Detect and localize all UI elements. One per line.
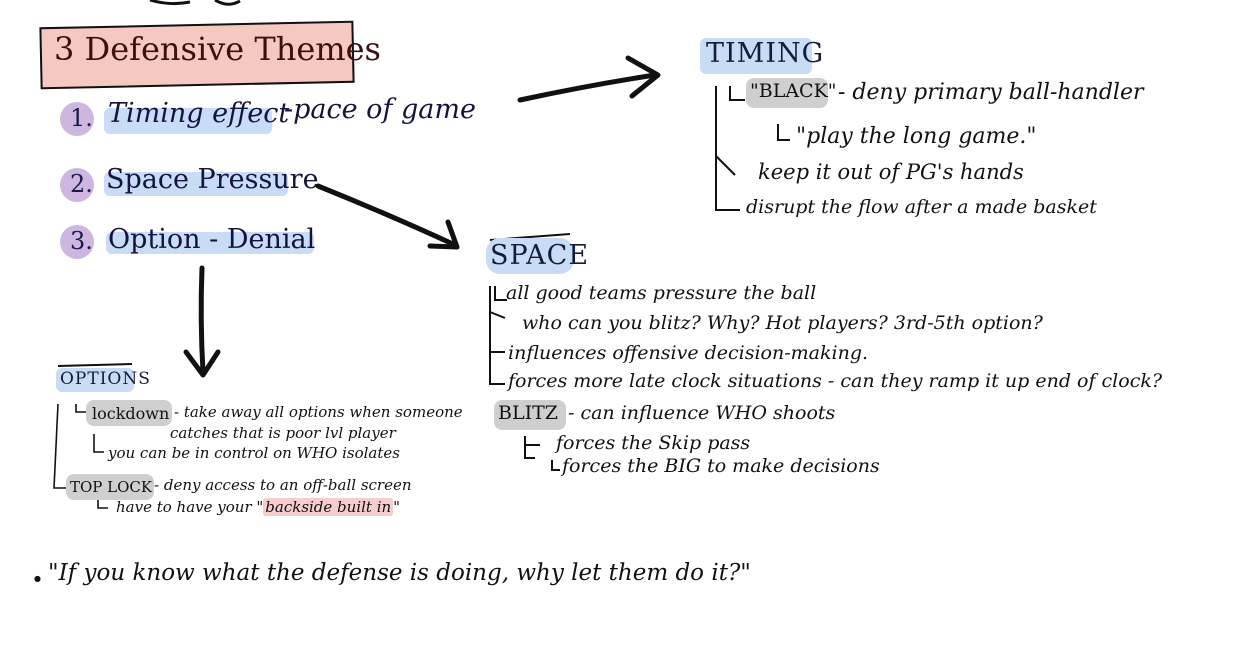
space-bracket [489,286,560,471]
theme-label-timing: Timing effect [108,98,290,129]
lockdown-description: - take away all options when someone [174,403,463,421]
toplock-tag-highlight [66,474,154,500]
blitz-item: forces the Skip pass [556,432,751,454]
arrow-to-space [315,183,460,250]
options-heading: OPTIONS [60,369,151,389]
blitz-description: - can influence WHO shoots [568,402,836,424]
black-description: - deny primary ball-handler [838,80,1144,105]
toplock-sub-highlight: backside built in [263,498,394,516]
timing-item: keep it out of PG's hands [758,160,1024,184]
options-heading-highlight [56,368,134,392]
black-tag-highlight [746,78,828,108]
theme-number-circle [60,225,94,259]
toplock-sub-pre: have to have your " [116,498,264,516]
timing-bracket [715,86,790,211]
closing-quote: "If you know what the defense is doing, … [48,560,751,586]
theme-label-option: Option - Denial [108,224,316,255]
theme-highlight [104,108,272,134]
options-bracket [53,403,108,509]
options-underline [57,363,133,367]
space-item: all good teams pressure the ball [506,282,817,304]
lockdown-tag: lockdown [92,404,170,423]
timing-heading-highlight [700,38,812,74]
theme-number: 3. [70,227,93,255]
toplock-sub-post: " [393,498,401,516]
blitz-item: forces the BIG to make decisions [562,455,880,477]
quote-bullet: ● [34,574,41,583]
theme-number: 2. [70,170,93,198]
toplock-tag: TOP LOCK [70,478,153,496]
timing-item: disrupt the flow after a made basket [746,196,1097,218]
theme-suffix-timing: -pace of game [284,94,476,125]
lockdown-description-cont: catches that is poor lvl player [170,424,396,442]
theme-label-space: Space Pressure [106,164,319,195]
lockdown-tag-highlight [86,400,172,426]
timing-heading: TIMING [706,38,825,69]
space-heading-highlight [486,238,574,274]
space-item: who can you blitz? Why? Hot players? 3rd… [522,312,1043,334]
timing-sub-quote: "play the long game." [796,124,1037,149]
theme-highlight [106,232,314,254]
space-item: influences offensive decision-making. [508,342,869,364]
blitz-tag-highlight [494,400,566,430]
page-title: 3 Defensive Themes [54,30,381,68]
space-item: forces more late clock situations - can … [508,370,1163,392]
lockdown-sub: you can be in control on WHO isolates [108,444,400,462]
theme-number-circle [60,168,94,202]
toplock-sub: have to have your "backside built in" [116,498,400,516]
toplock-description: - deny access to an off-ball screen [154,476,412,494]
theme-highlight [104,172,288,196]
arrow-to-timing [517,55,661,103]
blitz-tag: BLITZ [498,402,558,424]
theme-number-circle [60,102,94,136]
theme-number: 1. [70,104,93,132]
arrow-to-options [183,265,221,378]
black-tag: "BLACK" [750,80,837,102]
space-heading: SPACE [490,240,590,271]
